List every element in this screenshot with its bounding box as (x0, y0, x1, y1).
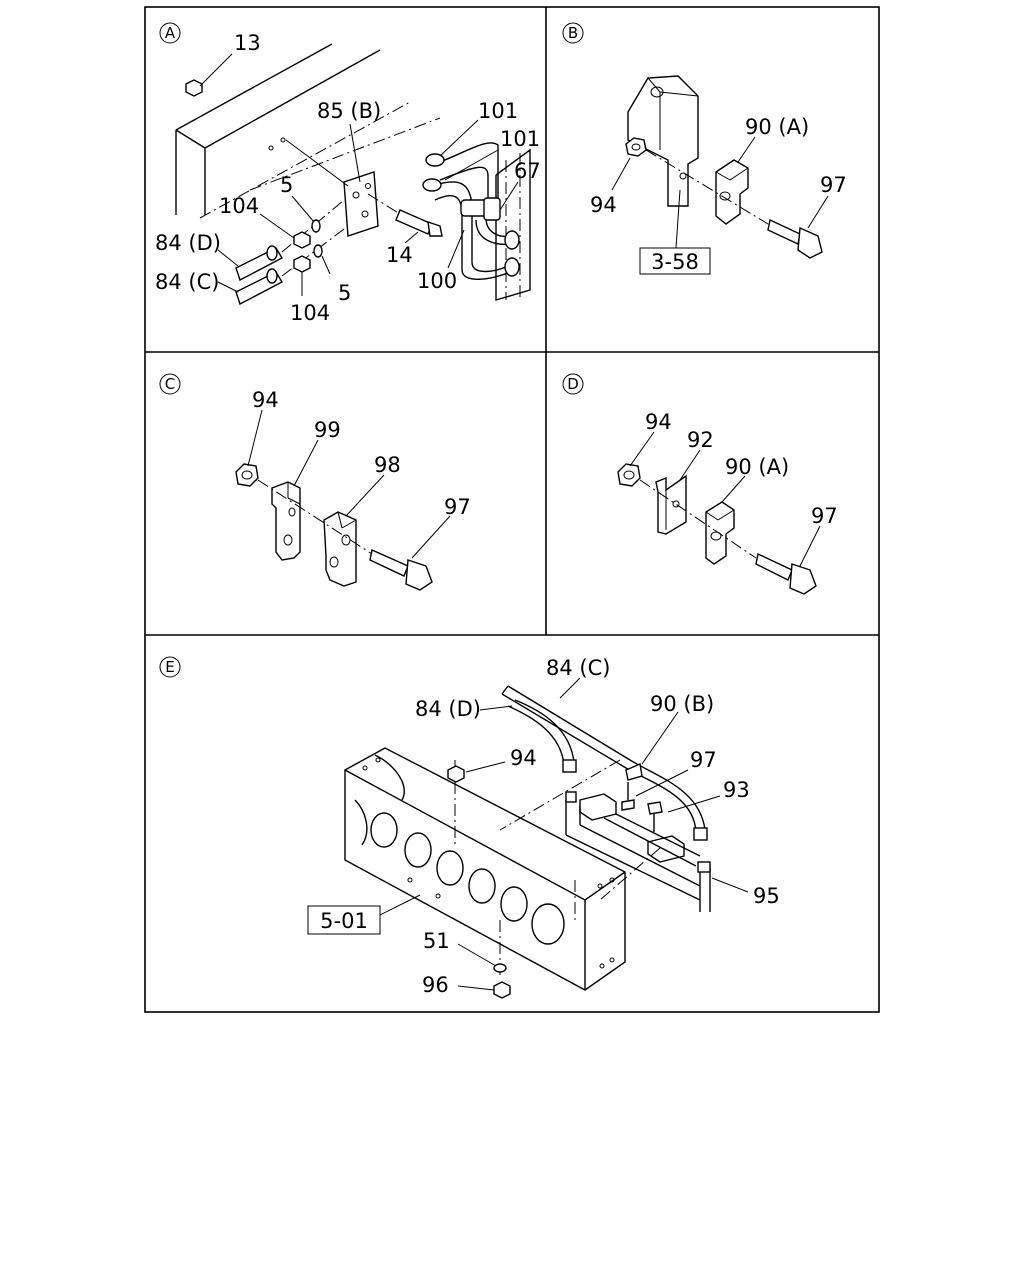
label-96: 96 (422, 973, 449, 997)
label-92: 92 (687, 428, 714, 452)
label-97-e: 97 (690, 748, 717, 772)
panel-e: E (159, 656, 780, 999)
label-101-lower: 101 (500, 127, 540, 151)
flange-plate (343, 171, 379, 237)
label-100: 100 (417, 269, 457, 293)
label-5-upper: 5 (280, 173, 293, 197)
bracket-b (627, 75, 699, 207)
clamp-half-98 (323, 511, 357, 587)
label-104-lower: 104 (290, 301, 330, 325)
diagram-frame (144, 6, 880, 1013)
nut-94-d (617, 463, 641, 487)
crossmember (344, 747, 626, 991)
label-67: 67 (514, 159, 541, 183)
panel-a-letter: A (165, 24, 176, 42)
leaders-a (199, 53, 519, 296)
panel-c-marker (159, 373, 181, 395)
label-84c-e: 84 (C) (546, 656, 610, 680)
label-94-c: 94 (252, 388, 279, 412)
leaders-e (379, 677, 749, 991)
label-13: 13 (234, 31, 261, 55)
fasteners-e (447, 763, 663, 999)
hose-assembly (422, 142, 520, 280)
cooler-assembly (499, 759, 711, 912)
panel-d: D 94 92 90 (A) 97 (562, 373, 838, 595)
ref-box-3-58 (639, 247, 711, 275)
label-90a-b: 90 (A) (745, 115, 809, 139)
bolt-97-d (639, 479, 817, 595)
panel-b: B 90 (A) (562, 22, 847, 275)
pipe-ends (235, 199, 349, 306)
label-98: 98 (374, 453, 401, 477)
panel-b-letter: B (568, 24, 578, 42)
ref-box-5-01 (307, 905, 381, 935)
fasteners-a (185, 79, 443, 273)
label-84c: 84 (C) (155, 270, 219, 294)
leaders-b (611, 136, 829, 249)
label-90b: 90 (B) (650, 692, 714, 716)
bracket-wall (495, 148, 531, 301)
label-84d-e: 84 (D) (415, 697, 481, 721)
label-97-c: 97 (444, 495, 471, 519)
panel-a: A (155, 22, 541, 325)
ref-3-58: 3-58 (651, 250, 699, 274)
nut-94-c (235, 463, 259, 487)
label-104-upper: 104 (219, 194, 259, 218)
clamp-half-99 (271, 481, 301, 561)
panel-e-letter: E (165, 658, 174, 676)
label-101-top: 101 (478, 99, 518, 123)
panel-c: C 94 99 (159, 373, 471, 591)
panel-c-letter: C (165, 375, 175, 393)
label-97-d: 97 (811, 504, 838, 528)
label-94-b: 94 (590, 193, 617, 217)
label-5-lower: 5 (338, 281, 351, 305)
panel-e-marker (159, 656, 181, 678)
label-14: 14 (386, 243, 413, 267)
label-84d: 84 (D) (155, 231, 221, 255)
bolt-97-c (257, 479, 433, 591)
panel-d-marker (562, 373, 584, 395)
label-95: 95 (753, 884, 780, 908)
clamp-90a-d (705, 501, 735, 565)
bolt-97-b (645, 149, 823, 259)
label-99: 99 (314, 418, 341, 442)
ref-5-01: 5-01 (320, 909, 368, 933)
panel-d-letter: D (567, 375, 579, 393)
panel-a-marker (159, 22, 181, 44)
frame-rail (175, 43, 441, 219)
clamp-90a-b (715, 159, 749, 225)
leaders-c (247, 409, 451, 559)
label-93: 93 (723, 778, 750, 802)
label-94-e: 94 (510, 746, 537, 770)
leaders-d (629, 431, 821, 567)
label-51: 51 (423, 929, 450, 953)
label-90a-d: 90 (A) (725, 455, 789, 479)
panel-b-marker (562, 22, 584, 44)
label-85b: 85 (B) (317, 99, 381, 123)
label-97-b: 97 (820, 173, 847, 197)
plate-92 (655, 474, 687, 535)
label-94-d: 94 (645, 410, 672, 434)
